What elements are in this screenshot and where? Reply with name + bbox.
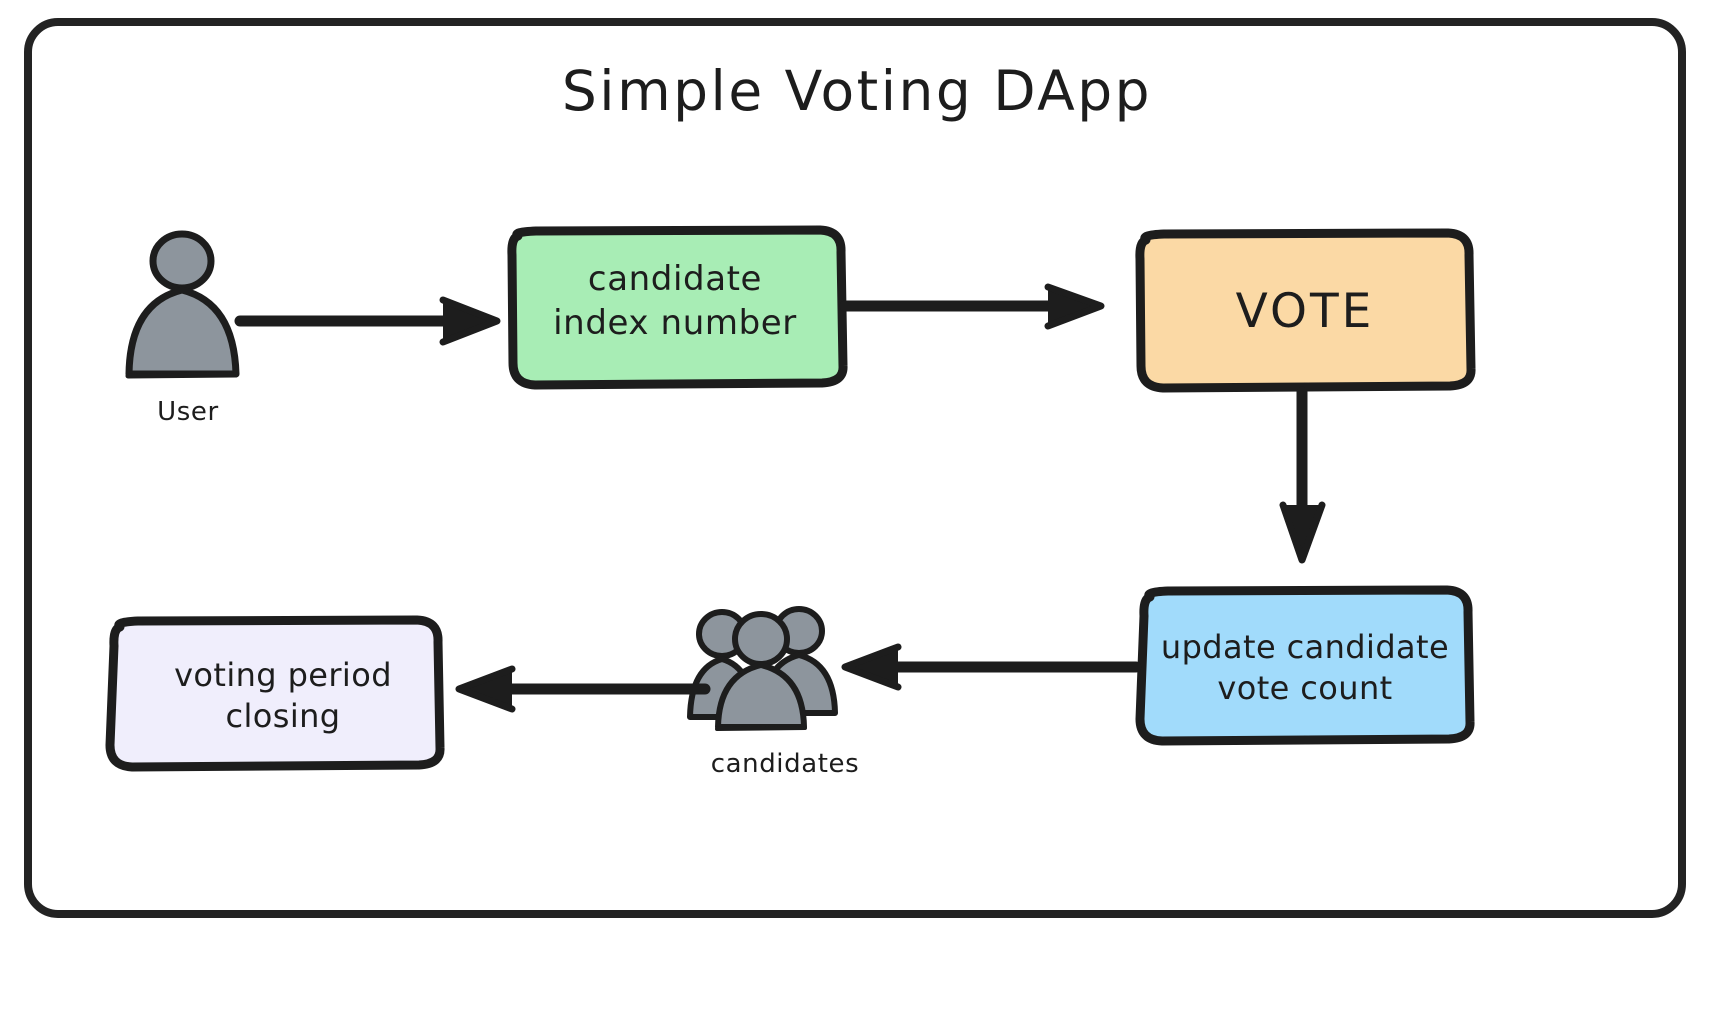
page-title: Simple Voting DApp (561, 59, 1153, 123)
node-voting-period-closing-label: voting period closing (174, 656, 392, 735)
candidates-icon-label: candidates (710, 749, 860, 779)
node-vote-label: VOTE (1235, 284, 1375, 339)
diagram-frame (24, 18, 1686, 918)
node-update-vote-count-label: update candidate vote count (1160, 628, 1450, 707)
user-icon-label: User (157, 397, 219, 427)
node-candidate-index-label: candidate index number (553, 259, 797, 343)
